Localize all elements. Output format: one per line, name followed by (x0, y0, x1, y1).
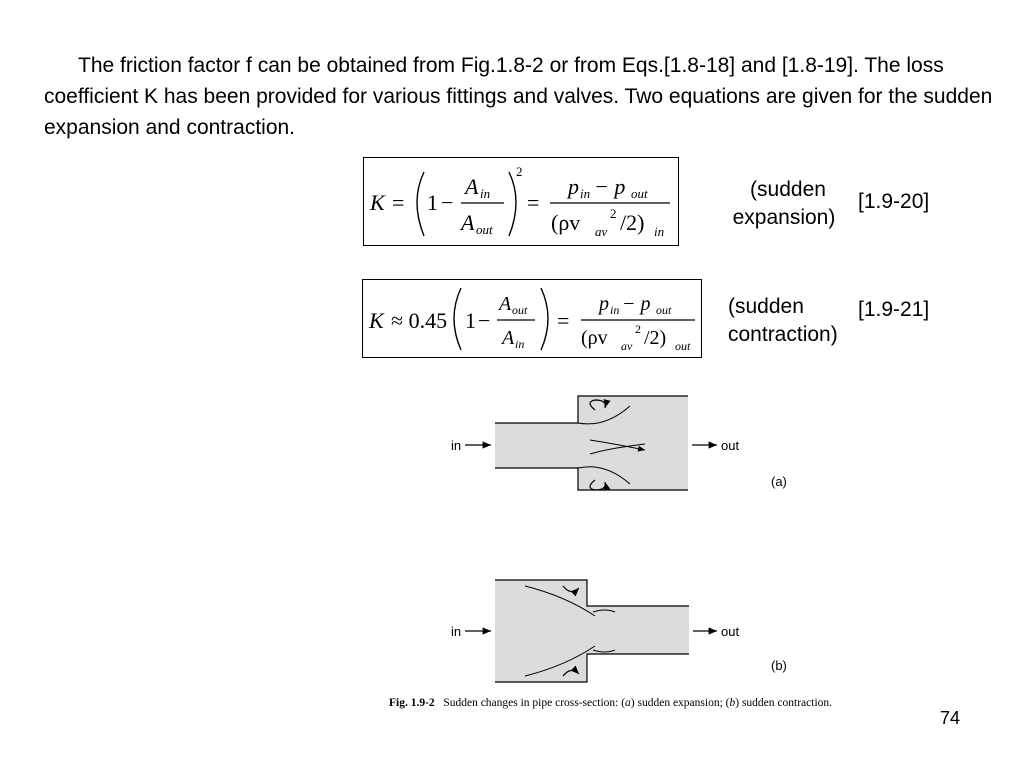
caption-text-2: ) sudden expansion; ( (630, 697, 730, 709)
body-paragraph: The friction factor f can be obtained fr… (44, 50, 1004, 143)
frac1-den-sub: out (476, 222, 493, 237)
expansion-pipe-bottom-wall (495, 467, 688, 491)
diagram-tag-b: (b) (771, 658, 787, 673)
diagram-sudden-expansion: in out (a) (451, 395, 787, 492)
expansion-arrow-bottom (589, 443, 646, 455)
rhs-num-mid: − p (594, 174, 625, 199)
caption-a: a (625, 697, 631, 709)
caption-b: b (729, 697, 736, 709)
rhs-num: p (566, 174, 579, 199)
label-contraction-line2: contraction) (728, 323, 838, 346)
contraction-out-label: out (721, 624, 739, 639)
rhs-num-sub2: out (631, 186, 648, 201)
eq2-frac1-num: A (497, 293, 512, 315)
eq2-frac1-den-sub: in (515, 337, 524, 351)
label-contraction: (sudden contraction) (728, 293, 838, 349)
eq2-minus: − (478, 308, 490, 333)
paragraph-text: The friction factor f can be obtained fr… (44, 54, 993, 139)
eq-one: 1 (427, 190, 438, 215)
expansion-pipe-fill (495, 396, 688, 490)
eq2-rhs-num: p (597, 293, 609, 315)
eq2-frac1-den: A (500, 327, 515, 349)
contraction-vena-top (592, 609, 616, 613)
equation-expansion-formula: K = 1 − A in A out 2 = p in − p out (ρv … (369, 164, 670, 239)
contraction-streamline-top (524, 585, 596, 617)
eq2-one: 1 (465, 308, 476, 333)
frac1-den: A (459, 210, 475, 235)
eq2-rhs-num-sub1: in (610, 303, 619, 317)
rhs-den-sub: av (595, 224, 608, 239)
eq2-lhs: K (368, 308, 385, 333)
equation-box-contraction: K ≈ 0.45 1 − A out A in = p in − p out (… (362, 279, 702, 358)
rhs-den-open: (ρv (551, 210, 580, 235)
left-paren (416, 171, 425, 237)
contraction-pipe-top-wall (495, 579, 689, 607)
page-number: 74 (940, 708, 961, 728)
eq-lhs: K (369, 190, 386, 215)
eq2-op1: ≈ 0.45 (391, 308, 447, 333)
contraction-eddy-bottom-1 (562, 665, 580, 677)
label-expansion-line1: (sudden (750, 178, 826, 201)
equation-contraction-formula: K ≈ 0.45 1 − A out A in = p in − p out (… (368, 287, 695, 353)
eq2-frac1-num-sub: out (512, 303, 528, 317)
contraction-streamline-bottom (524, 645, 596, 677)
caption-figref: Fig. 1.9-2 (389, 697, 435, 709)
eq-op1: = (392, 190, 404, 215)
eq-exponent: 2 (516, 164, 523, 179)
expansion-eddy-top (589, 398, 611, 411)
expansion-out-label: out (721, 438, 739, 453)
expansion-eddy-bottom (589, 479, 611, 492)
expansion-streamline-top (577, 405, 631, 425)
eq2-rhs-num-mid: − p (622, 293, 651, 315)
eq-number-1.9-20: [1.9-20] (858, 190, 930, 213)
eq2-rhs-den-sub: av (621, 339, 633, 353)
label-expansion: (sudden expansion) (725, 176, 851, 232)
expansion-pipe-top-wall (495, 395, 688, 424)
expansion-in-label: in (451, 438, 461, 453)
rhs-den-sup: 2 (610, 206, 617, 221)
caption-text-1: Sudden changes in pipe cross-section: ( (443, 697, 626, 709)
eq-op2: = (527, 190, 539, 215)
eq2-left-paren (453, 287, 462, 351)
eq-number-1.9-21: [1.9-21] (858, 298, 930, 321)
equation-box-expansion: K = 1 − A in A out 2 = p in − p out (ρv … (363, 157, 679, 246)
label-contraction-line1: (sudden (728, 295, 804, 318)
diagram-tag-a: (a) (771, 474, 787, 489)
eq2-op2: = (557, 308, 569, 333)
contraction-pipe-bottom-wall (495, 653, 689, 683)
rhs-den-tail-sub: in (654, 224, 664, 239)
expansion-streamline-bottom (577, 466, 631, 485)
contraction-vena-bottom (592, 649, 616, 653)
eq2-rhs-num-sub2: out (656, 303, 672, 317)
eq2-right-paren (540, 287, 549, 351)
rhs-num-sub1: in (580, 186, 590, 201)
contraction-in-label: in (451, 624, 461, 639)
eq-minus: − (441, 190, 453, 215)
eq2-rhs-den-close: /2) (644, 327, 666, 349)
label-expansion-line2: expansion) (732, 206, 836, 229)
eq2-rhs-den-tail-sub: out (675, 339, 691, 353)
frac1-num: A (463, 174, 479, 199)
rhs-den-close: /2) (620, 210, 644, 235)
contraction-pipe-fill (495, 580, 689, 682)
right-paren (508, 171, 517, 237)
diagram-sudden-contraction: in out (b) (451, 579, 787, 683)
eq2-rhs-den-open: (ρv (581, 327, 608, 349)
figure-caption: Fig. 1.9-2 Sudden changes in pipe cross-… (389, 696, 849, 710)
caption-text-3: ) sudden contraction. (735, 697, 833, 709)
frac1-num-sub: in (480, 186, 490, 201)
contraction-eddy-top-1 (562, 585, 580, 597)
eq2-rhs-den-sup: 2 (635, 322, 641, 336)
expansion-arrow-top (589, 439, 646, 452)
